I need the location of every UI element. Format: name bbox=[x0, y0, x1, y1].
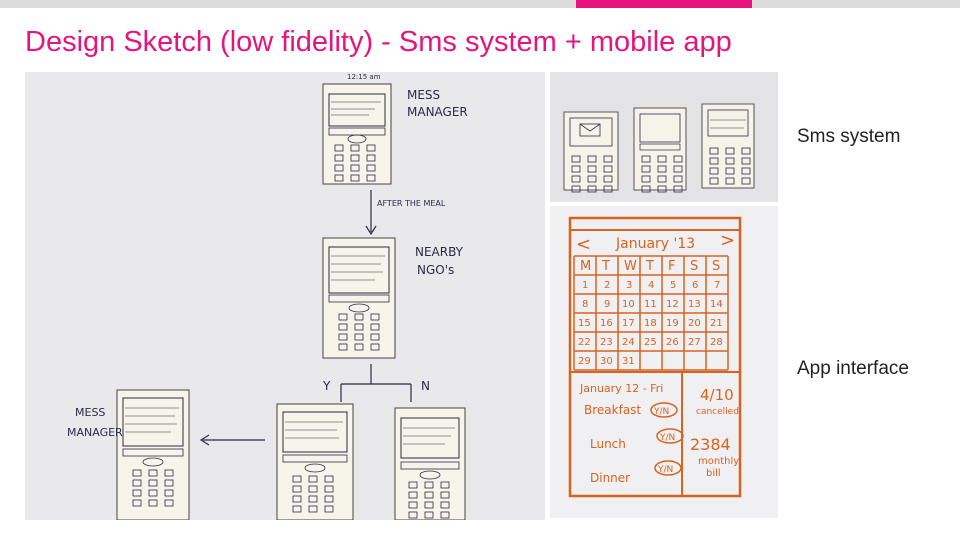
weekday-label: M bbox=[580, 259, 591, 274]
calendar-day[interactable]: 7 bbox=[714, 280, 720, 291]
sms-phone-envelope bbox=[563, 111, 619, 193]
sms-phone-middle bbox=[322, 237, 396, 359]
calendar-day[interactable]: 27 bbox=[688, 337, 701, 348]
calendar-day[interactable]: 23 bbox=[600, 337, 613, 348]
breakfast-yn: Y/N bbox=[653, 407, 669, 417]
breakfast-toggle[interactable] bbox=[650, 402, 678, 418]
photo-sms-flow: 12:15 am MESS MANAGER AFTER THE MEAL NEA… bbox=[25, 72, 545, 520]
meal-breakfast: Breakfast bbox=[584, 403, 641, 417]
mess-manager-bottom-line2: MANAGER bbox=[67, 426, 123, 439]
calendar-grid bbox=[573, 255, 729, 371]
calendar-day[interactable]: 13 bbox=[688, 299, 701, 310]
calendar-day[interactable]: 17 bbox=[622, 318, 635, 329]
calendar-day[interactable]: 6 bbox=[692, 280, 698, 291]
calendar-day[interactable]: 11 bbox=[644, 299, 657, 310]
label-sms-system: Sms system bbox=[797, 126, 901, 147]
weekday-label: T bbox=[645, 259, 654, 274]
slide-title: Design Sketch (low fidelity) - Sms syste… bbox=[25, 26, 732, 58]
calendar-day[interactable]: 26 bbox=[666, 337, 679, 348]
calendar-month: January '13 bbox=[615, 236, 695, 252]
sms-phone-no bbox=[394, 407, 466, 520]
sms-phone-bottom-left bbox=[116, 389, 190, 520]
monthly-bill-label-2: bill bbox=[706, 468, 721, 479]
sms-phone-yes bbox=[276, 403, 354, 520]
calendar-day[interactable]: 21 bbox=[710, 318, 723, 329]
branch-no-label: N bbox=[421, 379, 430, 393]
prev-month-icon[interactable]: < bbox=[576, 234, 591, 255]
dinner-toggle[interactable] bbox=[654, 460, 682, 476]
calendar-day[interactable]: 28 bbox=[710, 337, 723, 348]
calendar-day[interactable]: 29 bbox=[578, 356, 591, 367]
label-app-interface: App interface bbox=[797, 358, 909, 379]
top-bar-accent bbox=[576, 0, 752, 8]
sms-clock: 12:15 am bbox=[347, 73, 381, 81]
calendar-day[interactable]: 24 bbox=[622, 337, 635, 348]
calendar-day[interactable]: 2 bbox=[604, 280, 610, 291]
calendar-day[interactable]: 8 bbox=[582, 299, 588, 310]
calendar-day[interactable]: 14 bbox=[710, 299, 723, 310]
next-month-icon[interactable]: > bbox=[720, 230, 735, 251]
mess-manager-top-line2: MANAGER bbox=[407, 105, 468, 119]
lunch-toggle[interactable] bbox=[656, 428, 684, 444]
calendar-day[interactable]: 1 bbox=[582, 280, 588, 291]
sms-phone-number bbox=[701, 103, 755, 189]
after-meal-label: AFTER THE MEAL bbox=[377, 199, 446, 208]
weekday-label: S bbox=[690, 259, 698, 274]
calendar-day[interactable]: 3 bbox=[626, 280, 632, 291]
calendar-day[interactable]: 9 bbox=[604, 299, 610, 310]
calendar-day[interactable]: 25 bbox=[644, 337, 657, 348]
weekday-label: T bbox=[601, 259, 610, 274]
calendar-day[interactable]: 31 bbox=[622, 356, 635, 367]
dinner-yn: Y/N bbox=[657, 465, 673, 475]
sms-phone-options bbox=[633, 107, 687, 193]
lunch-yn: Y/N bbox=[659, 433, 675, 443]
app-frame bbox=[568, 216, 742, 498]
branch-yes-label: Y bbox=[322, 379, 331, 393]
meal-lunch: Lunch bbox=[590, 437, 626, 451]
calendar-day[interactable]: 22 bbox=[578, 337, 591, 348]
nearby-line1: NEARBY bbox=[415, 245, 464, 259]
sms-phone-top bbox=[322, 83, 392, 185]
weekday-label: F bbox=[668, 259, 675, 274]
monthly-bill-label-1: monthly bbox=[698, 456, 739, 467]
calendar-day[interactable]: 10 bbox=[622, 299, 635, 310]
calendar-day[interactable]: 5 bbox=[670, 280, 676, 291]
selected-date: January 12 - Fri bbox=[579, 382, 663, 395]
calendar-day[interactable]: 4 bbox=[648, 280, 654, 291]
weekday-label: S bbox=[712, 259, 720, 274]
calendar-day[interactable]: 20 bbox=[688, 318, 701, 329]
weekday-label: W bbox=[624, 259, 637, 274]
top-bar bbox=[0, 0, 960, 8]
cancelled-count: 4/10 bbox=[700, 386, 734, 404]
monthly-bill-amount: 2384 bbox=[690, 435, 731, 454]
calendar-day[interactable]: 18 bbox=[644, 318, 657, 329]
calendar-day[interactable]: 16 bbox=[600, 318, 613, 329]
calendar-day[interactable]: 12 bbox=[666, 299, 679, 310]
calendar-day[interactable]: 15 bbox=[578, 318, 591, 329]
cancelled-label: cancelled bbox=[696, 407, 739, 417]
sms-flow-sketch: 12:15 am MESS MANAGER AFTER THE MEAL NEA… bbox=[67, 73, 468, 520]
calendar-day[interactable]: 30 bbox=[600, 356, 613, 367]
nearby-line2: NGO's bbox=[417, 263, 454, 277]
sms-phones-sketch bbox=[563, 103, 755, 193]
photo-sms-phones bbox=[550, 72, 778, 202]
calendar-day[interactable]: 19 bbox=[666, 318, 679, 329]
mess-manager-bottom-line1: MESS bbox=[75, 406, 105, 419]
meal-dinner: Dinner bbox=[590, 471, 630, 485]
mess-manager-top-line1: MESS bbox=[407, 88, 440, 102]
